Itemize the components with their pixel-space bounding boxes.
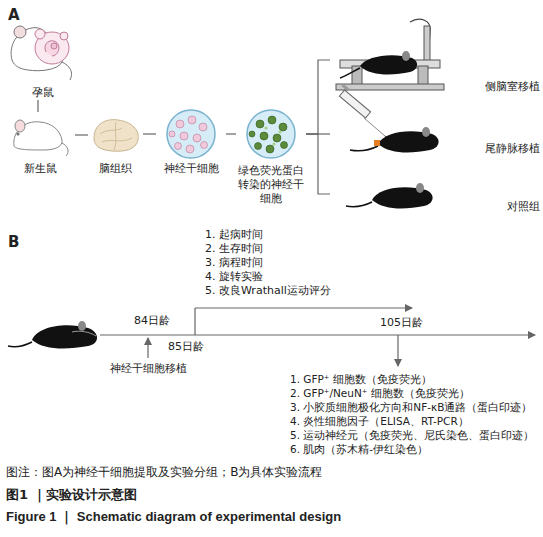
illustration-node: 神经干细胞 (156, 108, 226, 176)
newborn-mouse (14, 120, 68, 156)
text-label: 105日龄 (380, 316, 423, 330)
text-label: A (8, 5, 20, 25)
illustration-node: 尾静脉移植 (330, 100, 540, 158)
connector-line (143, 133, 156, 134)
text-label: 神经干细胞移植 (110, 362, 187, 376)
connector-line (37, 100, 38, 112)
text-label: 4. 旋转实验 (205, 270, 263, 284)
connector-line (226, 133, 236, 134)
text-label: 3. 病程时间 (205, 256, 263, 270)
text-label: 5. 改良Wrathall运动评分 (205, 284, 331, 298)
text-label: 85日龄 (168, 340, 204, 354)
node-label: 脑组织 (88, 162, 143, 176)
text-label: 4. 炎性细胞因子（ELISA、RT-PCR） (290, 414, 469, 428)
stereotaxic-mouse (336, 19, 444, 90)
text-label: 5. 运动神经元（免疫荧光、尼氏染色、蛋白印迹） (290, 428, 534, 442)
text-label: 2. GFP⁺/NeuN⁺ 细胞数（免疫荧光） (290, 386, 470, 400)
tail-vein-mouse (339, 84, 438, 153)
timeline (100, 308, 535, 366)
illustration-node: 侧脑室移植 (330, 18, 540, 96)
text-label: Figure 1 ｜ Schematic diagram of experime… (6, 508, 341, 525)
text-label: 1. GFP⁺ 细胞数（免疫荧光） (290, 372, 432, 386)
connector-line (306, 134, 330, 194)
text-label: 1. 起病时间 (205, 228, 263, 242)
text-label: 图1 ｜实验设计示意图 (6, 486, 137, 503)
illustration-node: 新生鼠 (5, 112, 75, 176)
pregnant-mouse (11, 26, 71, 80)
brain-tissue (94, 120, 138, 152)
node-label: 尾静脉移植 (485, 142, 540, 156)
node-label: 新生鼠 (5, 162, 75, 176)
illustration-node: 孕鼠 (5, 22, 80, 100)
node-label: 孕鼠 (5, 86, 80, 100)
stem-cell-dish (167, 110, 215, 158)
node-label: 神经干细胞 (156, 162, 226, 176)
text-label: 2. 生存时间 (205, 242, 263, 256)
gfp-cell-dish (247, 110, 295, 158)
node-label: 对照组 (507, 200, 540, 214)
control-mouse (346, 183, 433, 208)
connector-line (306, 60, 330, 134)
node-label: 绿色荧光蛋白转染的神经干细胞 (236, 164, 306, 206)
illustration-node: 对照组 (330, 176, 540, 216)
text-label: 6. 肌肉（苏木精-伊红染色） (290, 442, 428, 456)
node-label: 侧脑室移植 (485, 80, 540, 94)
connector-line (75, 134, 88, 135)
illustration-node: 脑组织 (88, 112, 143, 176)
text-label: 3. 小胶质细胞极化方向和NF-κB通路（蛋白印迹） (290, 400, 532, 414)
illustration-node: 绿色荧光蛋白转染的神经干细胞 (236, 108, 306, 206)
text-label: B (8, 232, 19, 252)
timeline-mouse (8, 321, 97, 348)
text-label: 84日龄 (134, 314, 170, 328)
text-label: 图注：图A为神经干细胞提取及实验分组；B为具体实验流程 (6, 464, 322, 480)
